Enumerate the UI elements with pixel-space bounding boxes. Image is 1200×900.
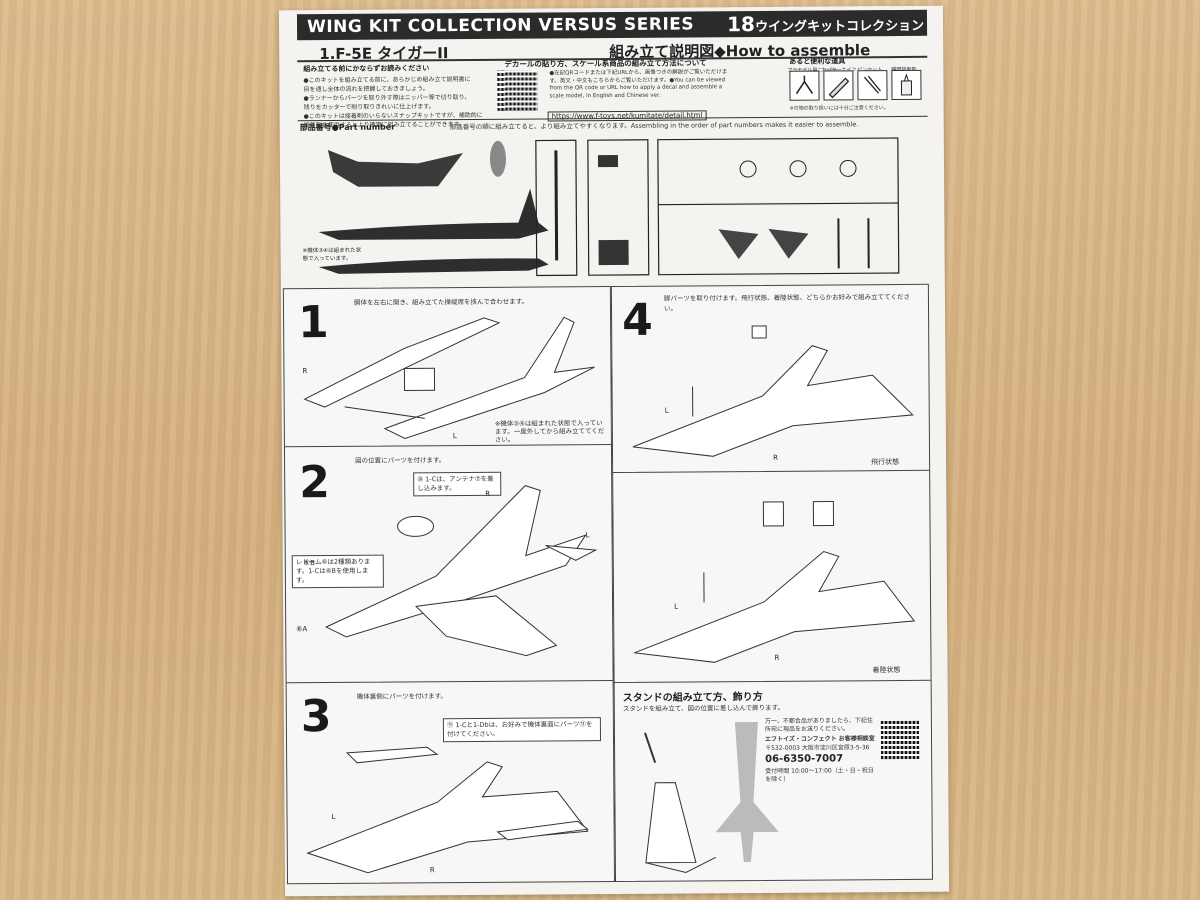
stand-diagram <box>644 722 779 874</box>
left-marker: L <box>674 602 679 611</box>
step-4-landing-diagram <box>634 500 916 663</box>
flight-state-label: 飛行状態 <box>871 458 900 467</box>
tools-note: ※刃物の取り扱いには十分ご注意ください。 <box>789 105 889 112</box>
right-marker: R <box>774 653 780 662</box>
right-marker: R <box>773 453 778 462</box>
series-header-bar: WING KIT COLLECTION VERSUS SERIES 18 ウイン… <box>296 9 928 41</box>
step-2-panel: 2 図の位置にパーツを付けます。 ⑩ 1-Cは、アンテナ⑦を差し込みます。 レド… <box>283 444 614 685</box>
right-marker: R <box>302 367 308 376</box>
step-4-panel: 4 脚パーツを取り付けます。飛行状態、着陸状態、どちらかお好みで組み立ててくださ… <box>610 283 931 475</box>
step-note: ※機体③④は組まれた状態で入っています。一度外してから組み立ててください。 <box>494 419 605 444</box>
step-4-diagram <box>632 325 914 457</box>
left-marker: L <box>664 406 669 415</box>
glue-icon <box>891 69 922 101</box>
step-2-diagram <box>325 485 598 657</box>
instruction-sheet: WING KIT COLLECTION VERSUS SERIES 18 ウイン… <box>278 5 950 897</box>
step-3-diagram <box>306 746 589 874</box>
left-marker: L <box>452 432 457 441</box>
series-title: WING KIT COLLECTION VERSUS SERIES <box>306 14 695 38</box>
parts-diagram: ※機体③④は組まれた状態で入っています。 <box>298 128 929 284</box>
left-marker: L <box>331 812 336 821</box>
contact-address: 〒532-0003 大阪市淀川区宮原3-5-36 <box>765 744 870 752</box>
tweezers-icon <box>857 70 888 101</box>
step-3-panel: 3 機体裏側にパーツを付けます。 ⑪ 1-Cと1-Dbは、お好みで機体裏面にパー… <box>285 680 616 885</box>
contact-phone: 06-6350-7007 <box>765 753 844 765</box>
step-1-panel: 1 胴体を左右に開き、組み立てた操縦席を挟んで合わせます。 R L ※機体③④は… <box>282 286 612 449</box>
step-1-diagram <box>303 316 595 439</box>
contact-text: 万一、不都合品がありましたら、下記住所宛に現品をお送りください。 <box>764 717 873 733</box>
contact-hours: 受付時間 10:00〜17:00（土・日・祝日を除く） <box>765 767 874 783</box>
decal-text: ●左記QRコードまたは下記URLから、画像つきの解説がご覧いただけます。英文・中… <box>549 69 728 99</box>
parts-diagram-art <box>318 137 900 277</box>
decal-heading: デカールの貼り方、スケール系商品の組み立て方法について <box>504 58 707 69</box>
qr-code-icon[interactable] <box>497 70 538 111</box>
tools-heading: あると便利な道具 <box>789 57 846 66</box>
parts-body-note: ※機体③④は組まれた状態で入っています。 <box>302 247 362 263</box>
notice-heading: 組み立てる前にかならずお読みください <box>303 64 430 74</box>
nipper-icon <box>789 70 820 101</box>
series-number: 18 <box>726 12 755 37</box>
qr-code-icon[interactable] <box>880 720 920 760</box>
step-4-landing-panel: L R 着陸状態 <box>612 469 932 685</box>
right-marker: R <box>429 866 435 875</box>
cutter-knife-icon <box>823 70 854 101</box>
landing-state-label: 着陸状態 <box>872 666 901 675</box>
series-title-jp: ウイングキットコレクション <box>754 18 925 36</box>
contact-company: エフトイズ・コンフェクト お客様相談室 <box>764 735 875 743</box>
stand-panel: スタンドの組み立て方、飾り方 スタンドを組み立て、図の位置に差し込んで飾ります。… <box>613 679 934 883</box>
right-marker: R <box>485 489 491 498</box>
left-marker: L <box>585 531 590 540</box>
